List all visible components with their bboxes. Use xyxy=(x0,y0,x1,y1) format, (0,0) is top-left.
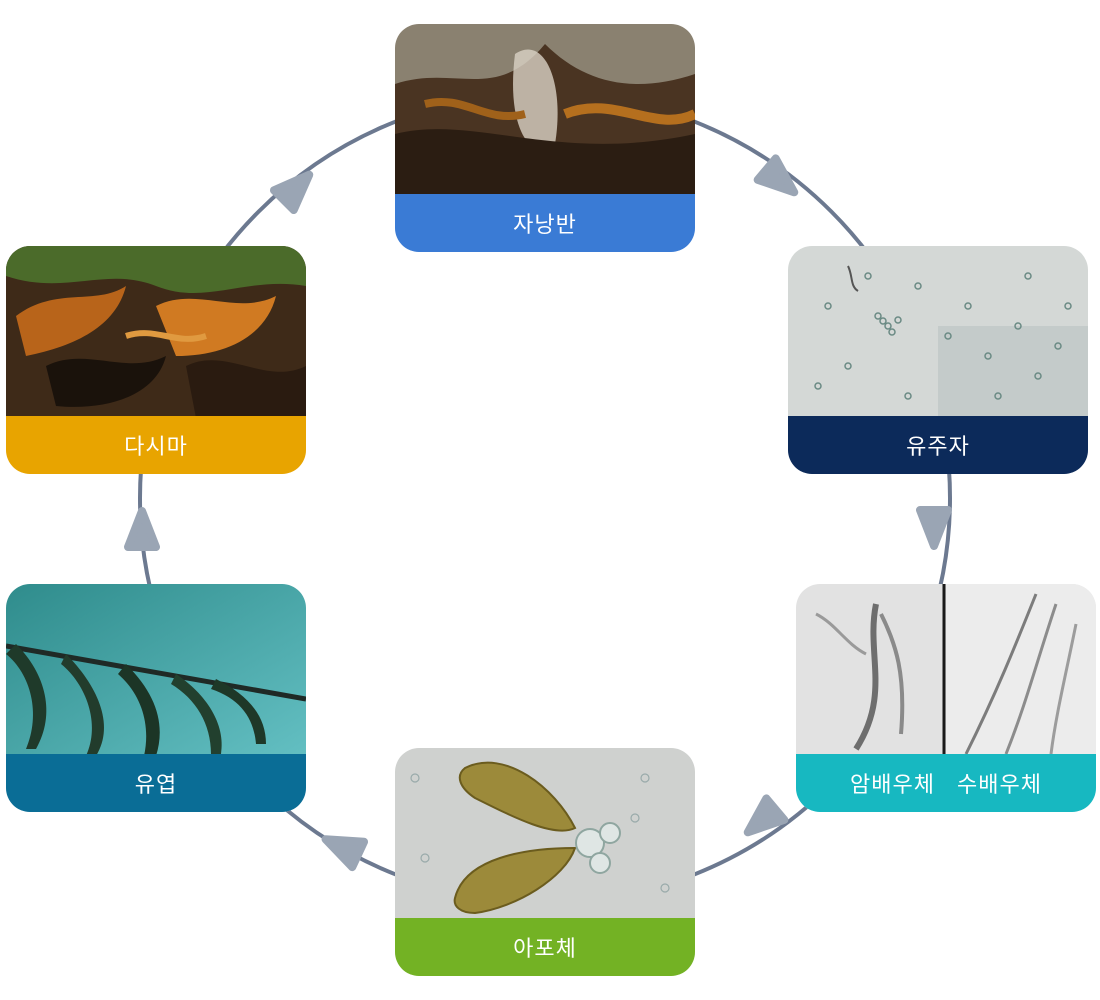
stage-card-sporophyte: 자낭반 xyxy=(395,24,695,252)
stage-card-young-sporophyte: 아포체 xyxy=(395,748,695,976)
stage-card-juvenile: 유엽 xyxy=(6,584,306,812)
female-gametophyte-label: 암배우체 xyxy=(850,773,935,798)
stage-card-kelp: 다시마 xyxy=(6,246,306,474)
sorus-photo xyxy=(395,24,695,196)
zoospore-photo xyxy=(788,246,1088,418)
stage-label-juvenile: 유엽 xyxy=(6,754,306,812)
gametophyte-photo xyxy=(796,584,1096,756)
stage-label-young-sporophyte: 아포체 xyxy=(395,918,695,976)
arrow-icon xyxy=(916,506,952,550)
arrow-icon xyxy=(124,507,160,551)
arrow-icon xyxy=(743,794,789,837)
arrow-icon xyxy=(753,154,799,197)
stage-label-zoospore: 유주자 xyxy=(788,416,1088,474)
male-gametophyte-label: 수배우체 xyxy=(957,773,1042,798)
stage-card-zoospore: 유주자 xyxy=(788,246,1088,474)
stage-label-sporophyte: 자낭반 xyxy=(395,194,695,252)
arrow-icon xyxy=(321,835,369,872)
arrow-icon xyxy=(269,170,314,215)
juvenile-photo xyxy=(6,584,306,756)
young-sporophyte-photo xyxy=(395,748,695,920)
stage-card-gametophyte: 암배우체 수배우체 xyxy=(796,584,1096,812)
kelp-photo xyxy=(6,246,306,418)
stage-label-gametophyte: 암배우체 수배우체 xyxy=(796,754,1096,812)
stage-label-kelp: 다시마 xyxy=(6,416,306,474)
